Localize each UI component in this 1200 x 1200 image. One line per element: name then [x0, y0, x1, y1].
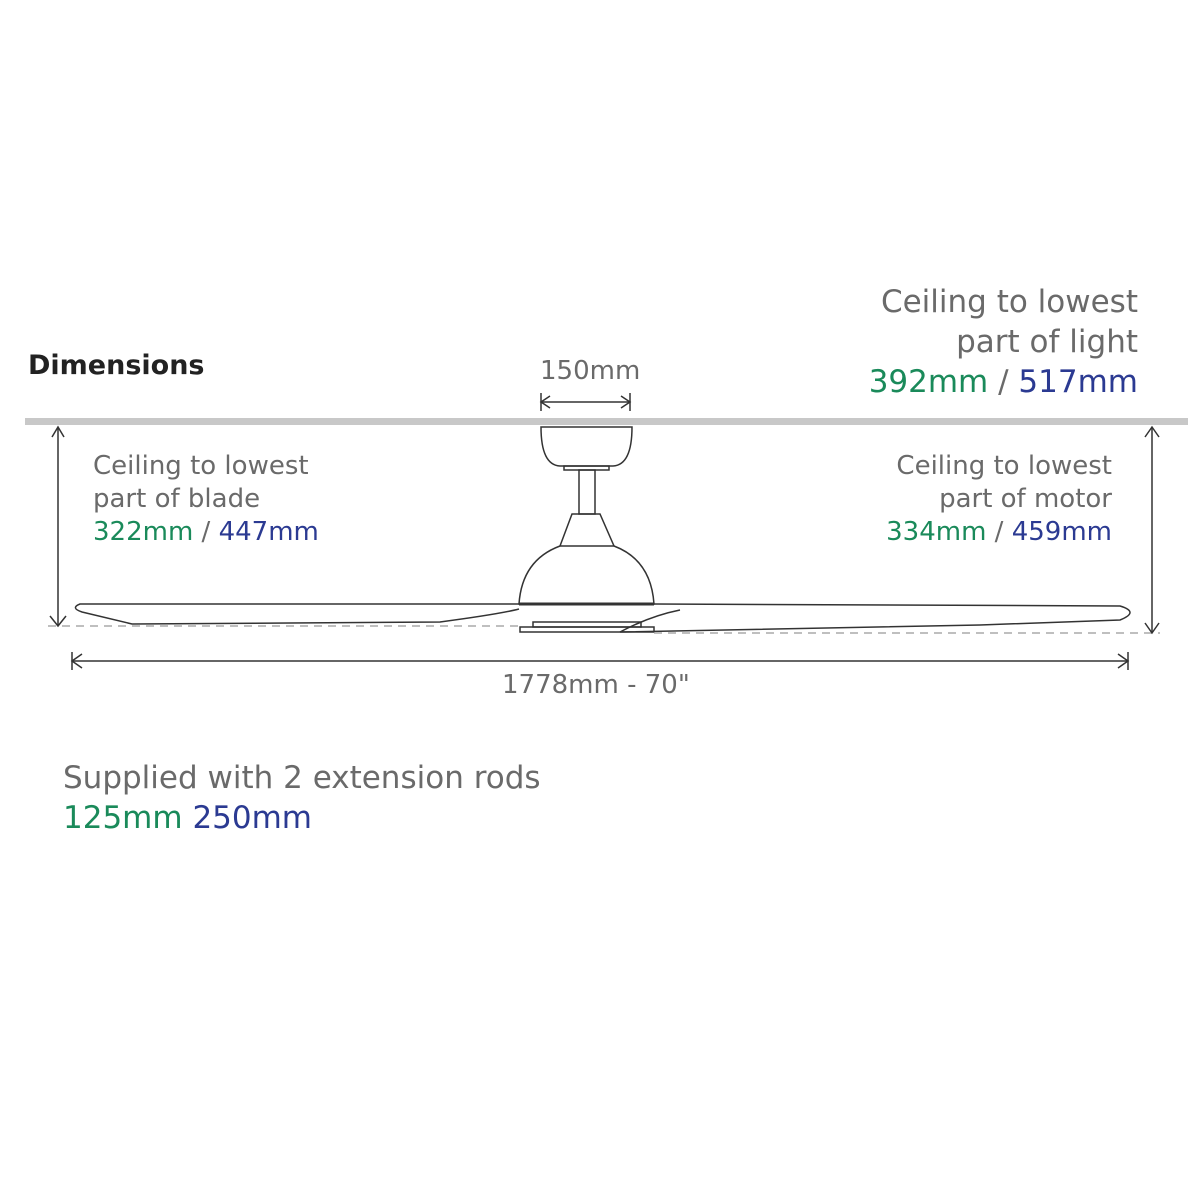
- blade-value-a: 322mm: [93, 517, 194, 547]
- separator: /: [986, 517, 1012, 547]
- light-value-a: 392mm: [868, 364, 989, 400]
- motor-collar: [558, 513, 616, 547]
- light-value-b: 517mm: [1018, 364, 1138, 400]
- blade-label-line2: part of blade: [93, 484, 261, 514]
- motor-values: 334mm / 459mm: [886, 516, 1112, 549]
- motor-housing: [518, 545, 655, 605]
- hub-width-label: 150mm: [540, 356, 641, 386]
- rods-label: Supplied with 2 extension rods: [63, 760, 541, 796]
- span-label: 1778mm - 70": [502, 670, 690, 700]
- rods-info: Supplied with 2 extension rods 125mm 250…: [63, 758, 541, 838]
- motor-label: Ceiling to lowest part of motor 334mm / …: [886, 450, 1112, 549]
- diagram-title: Dimensions: [28, 350, 205, 381]
- right-blade: [619, 603, 1131, 633]
- separator: /: [193, 517, 219, 547]
- rod-long-value: 250mm: [192, 800, 313, 836]
- canopy: [540, 426, 633, 467]
- blade-label: Ceiling to lowest part of blade 322mm / …: [93, 450, 319, 549]
- light-label: Ceiling to lowest part of light 392mm / …: [869, 282, 1138, 402]
- blade-label-line1: Ceiling to lowest: [93, 451, 309, 481]
- motor-value-b: 459mm: [1011, 517, 1112, 547]
- light-label-line2: part of light: [956, 324, 1138, 360]
- motor-label-line2: part of motor: [939, 484, 1112, 514]
- rods-values: 125mm 250mm: [63, 798, 541, 838]
- hub-width-arrow: [539, 393, 632, 411]
- light-values: 392mm / 517mm: [869, 362, 1138, 402]
- rod-short-value: 125mm: [63, 800, 183, 836]
- left-blade: [74, 603, 520, 625]
- ceiling-line: [25, 418, 1188, 425]
- light-label-line1: Ceiling to lowest: [880, 284, 1138, 320]
- blade-value-b: 447mm: [218, 517, 319, 547]
- motor-value-a: 334mm: [886, 517, 987, 547]
- downrod: [578, 469, 596, 515]
- blade-values: 322mm / 447mm: [93, 516, 319, 549]
- separator: /: [988, 364, 1019, 400]
- motor-label-line1: Ceiling to lowest: [896, 451, 1112, 481]
